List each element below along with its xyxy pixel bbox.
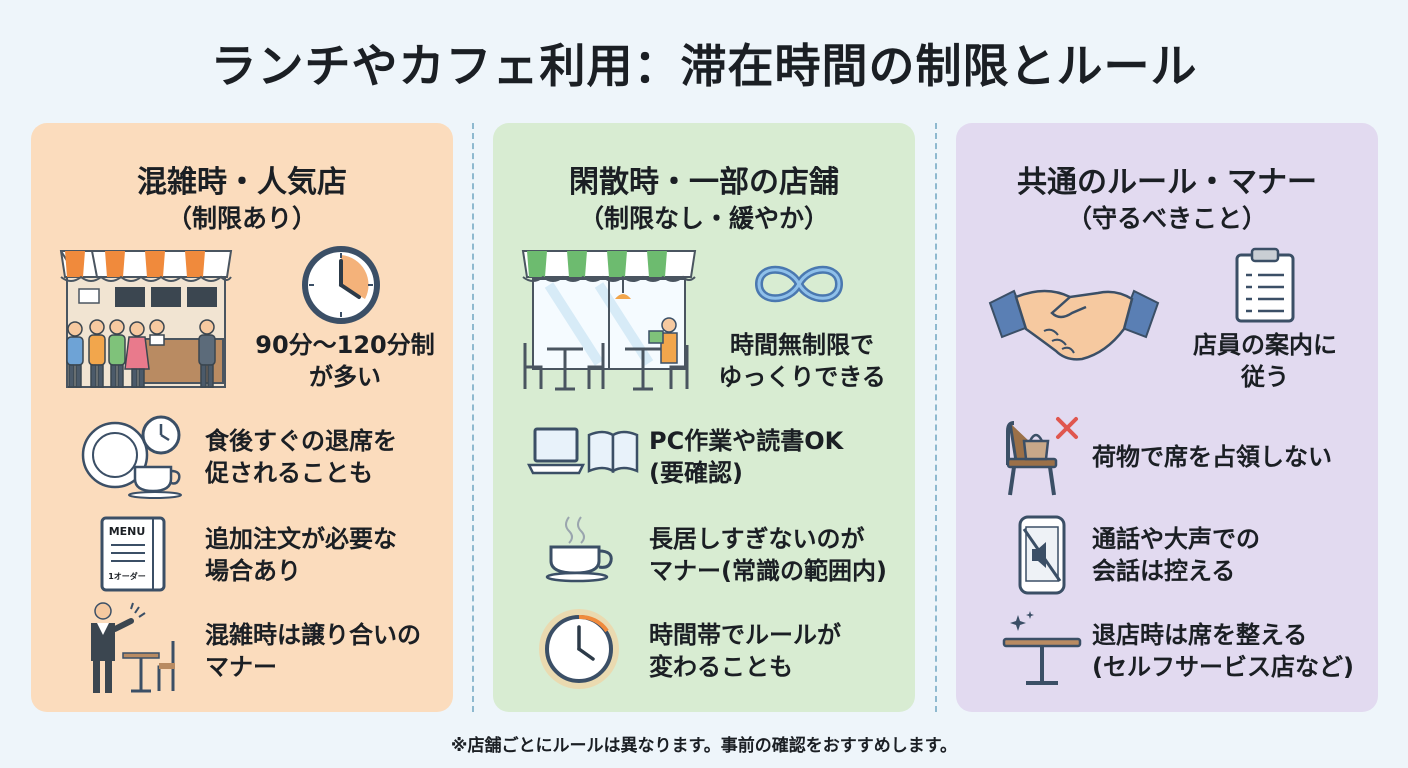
item-follow-staff: 店員の案内に 従う (1193, 331, 1337, 391)
item-leave-after-meal: 食後すぐの退席を 促されることも (205, 427, 397, 487)
handshake-icon (988, 289, 1160, 361)
item-time-limit: 90分〜120分制 が多い (255, 331, 435, 391)
panel-subtitle: （制限なし・緩やか） (578, 204, 829, 233)
table-icon (1002, 611, 1082, 685)
cafe-window-icon (521, 250, 697, 391)
panel-quiet: 閑散時・一部の店舗 （制限なし・緩やか） (493, 123, 915, 712)
item-quiet-calls: 通話や大声での 会話は控える (1092, 525, 1260, 585)
chair-bag-icon (1006, 417, 1078, 496)
item-tidy-seat: 退店時は席を整える (セルフサービス店など) (1092, 621, 1354, 681)
item-pc-reading: PC作業や読書OK (要確認) (649, 427, 844, 487)
panel-common: 共通のルール・マナー （守るべきこと） 店員の案内に 従う (956, 123, 1378, 712)
item-rules-change: 時間帯でルールが 変わることも (649, 621, 841, 681)
panel-title: 混雑時・人気店 (137, 165, 347, 200)
clock-icon (302, 246, 380, 324)
divider-left (472, 123, 474, 712)
panel-title: 閑散時・一部の店舗 (569, 165, 839, 200)
item-extra-order: 追加注文が必要な 場合あり (205, 525, 397, 585)
item-no-limit: 時間無制限で ゆっくりできる (718, 331, 886, 391)
panel-busy: 混雑時・人気店 （制限あり） (31, 123, 453, 712)
panel-subtitle: （制限あり） (166, 204, 317, 233)
infinity-icon (755, 265, 843, 303)
clipboard-icon (1235, 247, 1295, 323)
item-dont-stay-too-long: 長居しすぎないのが マナー(常識の範囲内) (649, 525, 887, 585)
panel-title: 共通のルール・マナー (1017, 165, 1317, 200)
waiter-icon (91, 602, 175, 693)
menu-icon-label: MENU (109, 525, 146, 538)
laptop-book-icon (527, 427, 639, 475)
cafe-counter-icon (59, 250, 233, 388)
menu-icon: MENU 1オーダー (100, 516, 166, 592)
panel-subtitle: （守るべきこと） (1066, 204, 1267, 233)
footnote: ※店舗ごとにルールは異なります。事前の確認をおすすめします。 (450, 736, 958, 756)
phone-mute-icon (1018, 515, 1066, 595)
page-title: ランチやカフェ利用：滞在時間の制限とルール (210, 39, 1198, 93)
item-share-seats: 混雑時は譲り合いの マナー (205, 621, 421, 681)
divider-right (935, 123, 937, 712)
coffee-cup-icon (545, 516, 613, 583)
menu-icon-order: 1オーダー (108, 571, 146, 581)
plate-cup-icon (81, 415, 182, 499)
clock-glow-icon (539, 609, 619, 689)
item-no-seat-hogging: 荷物で席を占領しない (1092, 443, 1332, 471)
